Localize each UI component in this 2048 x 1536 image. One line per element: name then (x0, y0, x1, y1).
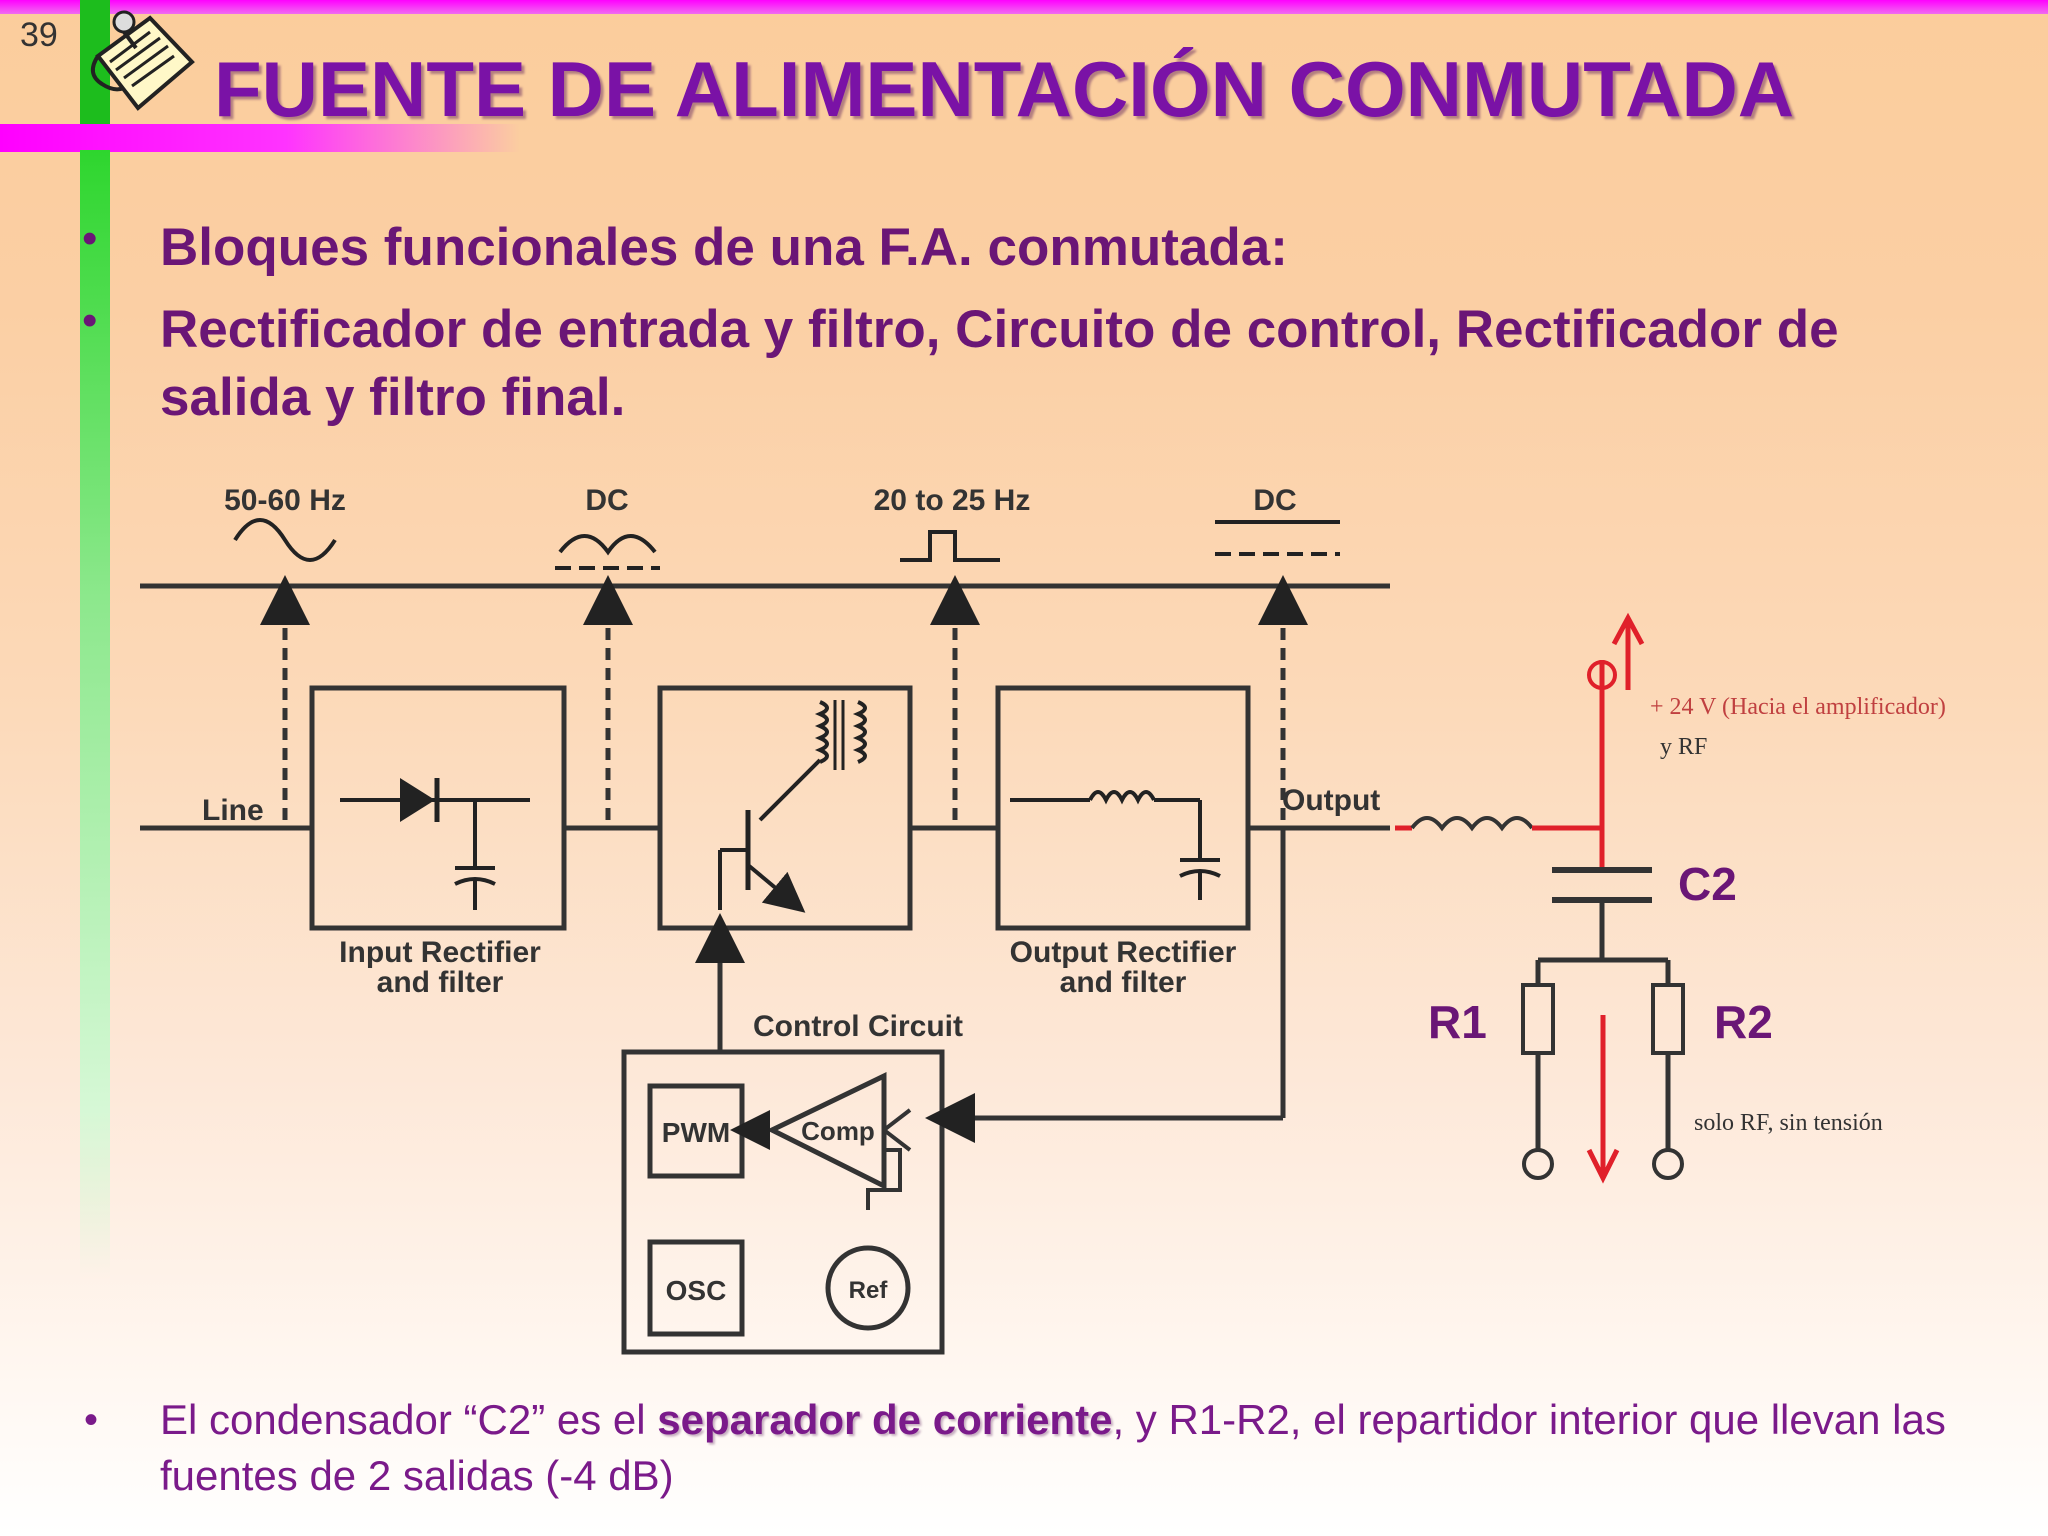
slide-title: FUENTE DE ALIMENTACIÓN CONMUTADA (214, 45, 1795, 133)
pulse-wave-icon (900, 530, 1000, 562)
signal-label-1: 50-60 Hz (224, 484, 346, 517)
output-label: Output (1282, 784, 1380, 817)
sine-wave-icon (233, 518, 337, 562)
output-block-label-1: Output Rectifier (1010, 936, 1237, 969)
pinned-note-icon (90, 10, 195, 111)
osc-label: OSC (666, 1275, 727, 1306)
r2-terminal (1652, 1148, 1684, 1180)
input-rectifier-block (309, 685, 567, 931)
control-circuit-label: Control Circuit (753, 1010, 963, 1043)
bullet-2: Rectificador de entrada y filtro, Circui… (160, 300, 1839, 427)
bullet-dot: • (84, 1398, 99, 1442)
transformer-icon (814, 700, 829, 764)
v24-label: + 24 V (Hacia el amplificador) (1650, 694, 1946, 720)
bullet-dot: • (82, 214, 98, 263)
ripple-wave-icon (558, 534, 657, 556)
input-block-label-1: Input Rectifier (339, 936, 541, 969)
slide-number: 39 (20, 16, 58, 54)
ref-label: Ref (849, 1277, 889, 1304)
ref-block (825, 1245, 911, 1331)
smps-block-diagram: 50-60 Hz DC 20 to 25 Hz DC Line Output I… (140, 484, 1946, 1355)
bottom-note: El condensador “C2” es el separador de c… (160, 1392, 1980, 1504)
top-magenta-bar (0, 0, 2048, 14)
r2-label: R2 (1714, 996, 1773, 1048)
r1-label: R1 (1428, 996, 1487, 1048)
solo-rf-label: solo RF, sin tensión (1694, 1110, 1883, 1136)
c2-label: C2 (1678, 858, 1737, 910)
output-rectifier-block (995, 685, 1251, 931)
output-block-label-2: and filter (1060, 966, 1187, 999)
bullet-dot: • (82, 296, 98, 345)
comp-label: Comp (801, 1116, 875, 1146)
signal-label-4: DC (1253, 484, 1296, 517)
r1-terminal (1522, 1148, 1554, 1180)
rf-label: y RF (1660, 734, 1707, 760)
osc-block (647, 1239, 745, 1337)
signal-label-2: DC (585, 484, 628, 517)
bullet-1: Bloques funcionales de una F.A. conmutad… (160, 218, 1288, 277)
bottom-note-pre: El condensador “C2” es el (160, 1396, 658, 1443)
inductor-icon (1088, 790, 1156, 805)
line-label: Line (202, 794, 264, 827)
title-underline-bar (0, 124, 520, 152)
control-circuit-block (621, 1049, 945, 1355)
bottom-note-post: , y R1-R2, el repartidor interior que ll… (160, 1396, 1946, 1499)
pwm-label: PWM (662, 1117, 730, 1148)
up-arrow-icon (1611, 612, 1645, 646)
output-inductor-icon (1410, 816, 1534, 832)
switching-block (657, 685, 913, 931)
down-arrow-icon (1586, 1148, 1620, 1184)
left-green-bar (80, 150, 110, 1280)
r1-resistor-icon (1521, 983, 1555, 1055)
signal-label-3: 20 to 25 Hz (874, 484, 1031, 517)
input-block-label-2: and filter (377, 966, 504, 999)
diode-icon (400, 778, 435, 822)
r2-resistor-icon (1651, 983, 1685, 1055)
bottom-note-bold: separador de corriente (657, 1396, 1113, 1443)
